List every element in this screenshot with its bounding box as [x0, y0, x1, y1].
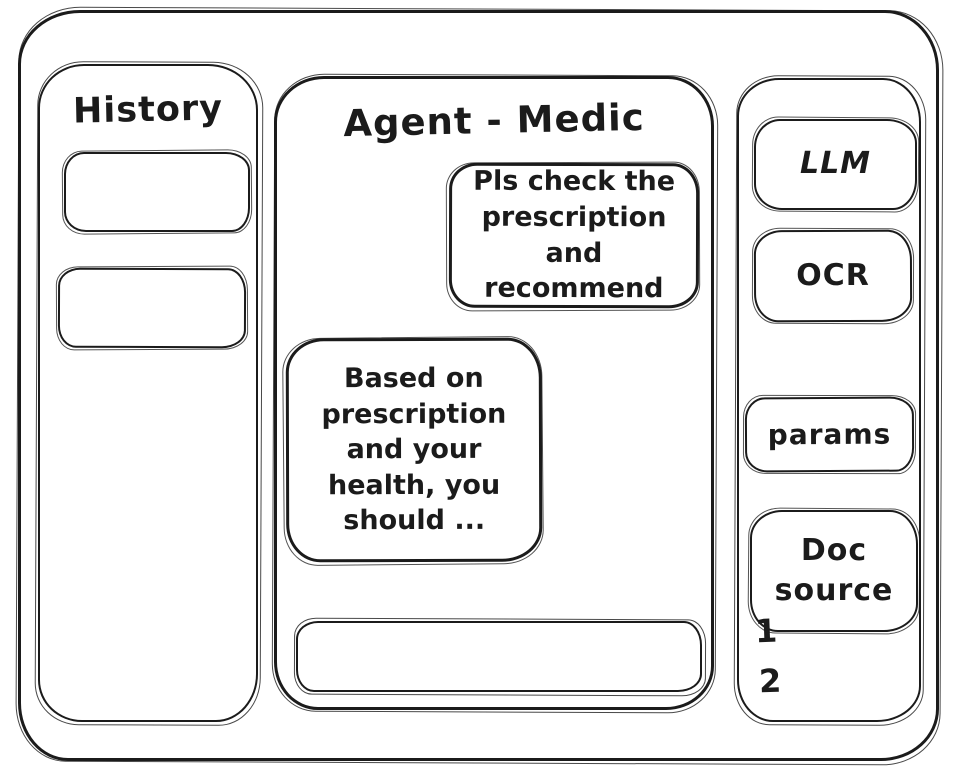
chat-message-assistant: Based on prescription and your health, y…: [285, 337, 543, 563]
chat-message-user-text: Pls check the prescription and recommend: [473, 165, 676, 305]
tools-panel: LLM OCR params Doc source 1 2: [737, 78, 921, 722]
llm-button[interactable]: LLM: [754, 119, 917, 210]
doc-source-button[interactable]: Doc source: [750, 510, 918, 632]
chat-message-user: Pls check the prescription and recommend: [448, 162, 700, 309]
history-panel: History: [38, 64, 258, 722]
chat-message-assistant-text: Based on prescription and your health, y…: [321, 362, 507, 537]
ocr-button-label: OCR: [796, 257, 870, 293]
ocr-button[interactable]: OCR: [753, 229, 913, 323]
chat-panel: Agent - Medic Pls check the prescription…: [274, 76, 714, 710]
doc-source-button-label: Doc source: [774, 532, 894, 609]
message-input[interactable]: [308, 627, 690, 686]
history-title: History: [72, 88, 224, 132]
params-button[interactable]: params: [744, 396, 915, 473]
doc-source-number-1: 1: [754, 611, 778, 651]
history-item[interactable]: [57, 267, 247, 349]
doc-source-number-2: 2: [758, 661, 782, 701]
llm-button-label: LLM: [799, 146, 872, 182]
history-item[interactable]: [64, 152, 250, 232]
params-button-label: params: [767, 417, 892, 451]
message-input-box[interactable]: [296, 621, 702, 692]
chat-title: Agent - Medic: [342, 95, 646, 146]
